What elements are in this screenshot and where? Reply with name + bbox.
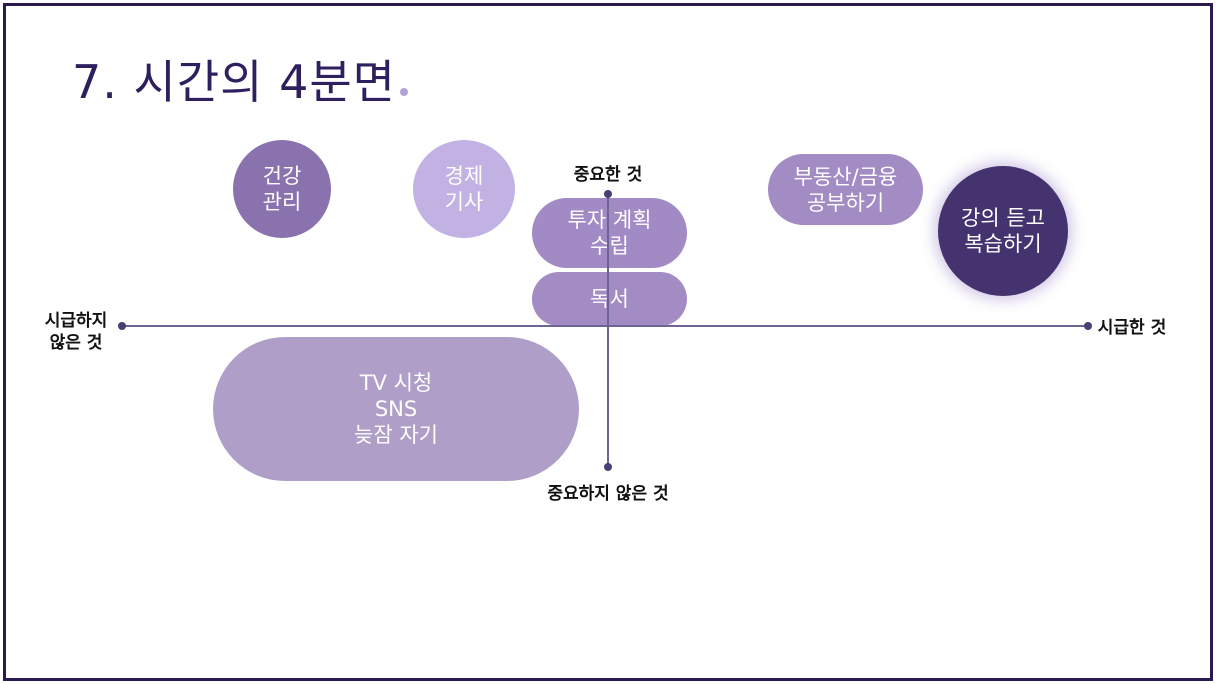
axis-endpoint-top: [604, 190, 612, 198]
bubble-health: 건강 관리: [233, 140, 331, 238]
title-dot: [400, 88, 408, 96]
axis-label-left-line1: 시급하지: [44, 311, 108, 331]
axis-label-bottom: 중요하지 않은 것: [547, 484, 669, 504]
bubble-economy: 경제 기사: [413, 140, 515, 238]
axis-endpoint-left: [118, 322, 126, 330]
axis-label-top: 중요한 것: [573, 165, 643, 185]
bubble-leisure: TV 시청 SNS 늦잠 자기: [213, 337, 579, 481]
bubble-lecture: 강의 듣고 복습하기: [938, 166, 1068, 296]
axis-label-right: 시급한 것: [1097, 318, 1167, 338]
axis-endpoint-bottom: [604, 463, 612, 471]
bubble-realestate: 부동산/금융 공부하기: [768, 154, 923, 225]
bubble-reading: 독서: [532, 272, 687, 326]
axis-endpoint-right: [1084, 322, 1092, 330]
bubble-investment: 투자 계획 수립: [532, 198, 687, 268]
slide-title: 7. 시간의 4분면: [72, 46, 408, 112]
axis-label-left: 시급하지 않은 것: [34, 310, 118, 354]
axis-label-left-line2: 않은 것: [49, 333, 103, 353]
title-text: 7. 시간의 4분면: [72, 55, 396, 109]
